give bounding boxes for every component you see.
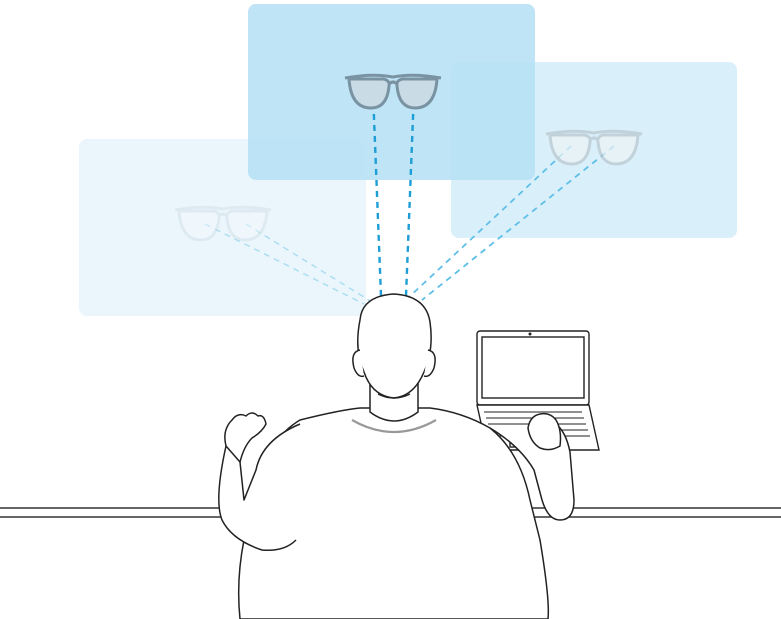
virtual-screen-center[interactable] (248, 4, 535, 180)
